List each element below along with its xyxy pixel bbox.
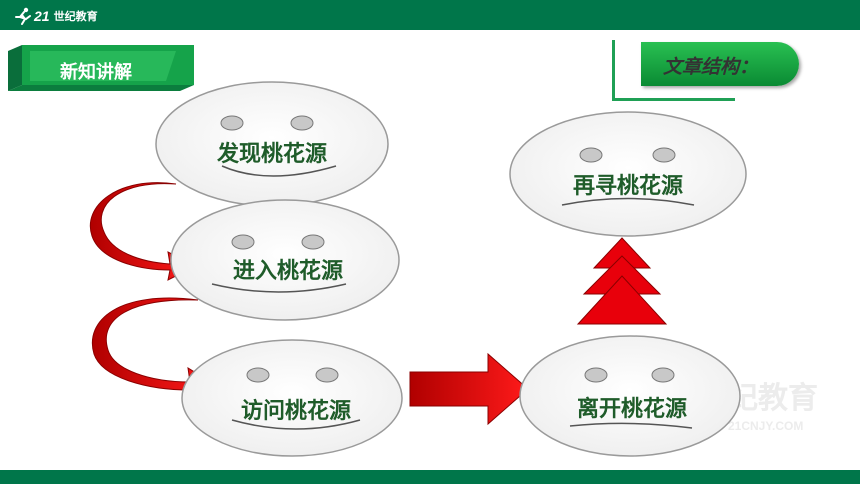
face-label: 进入桃花源 bbox=[233, 258, 343, 284]
left-eye-icon bbox=[231, 234, 255, 250]
right-eye-icon bbox=[651, 367, 675, 383]
flat-mouth-icon bbox=[569, 422, 693, 429]
section-title: 新知讲解 bbox=[60, 62, 132, 83]
left-eye-icon bbox=[579, 147, 603, 163]
left-eye-icon bbox=[584, 367, 608, 383]
watermark: 纪教育 21CNJY.COM bbox=[728, 381, 818, 433]
face-leave: 离开桃花源 bbox=[519, 335, 741, 457]
runner-icon bbox=[15, 7, 31, 25]
right-eye-icon bbox=[301, 234, 325, 250]
face-label: 再寻桃花源 bbox=[573, 173, 683, 199]
top-bar: 21 世纪教育 bbox=[0, 0, 860, 30]
straight-arrow bbox=[409, 352, 529, 426]
smile-icon bbox=[231, 419, 361, 430]
bottom-bar bbox=[0, 470, 860, 484]
face-discover: 发现桃花源 bbox=[155, 81, 389, 207]
logo-subtitle: 世纪教育 bbox=[53, 10, 98, 23]
face-seek-again: 再寻桃花源 bbox=[509, 111, 747, 237]
face-label: 发现桃花源 bbox=[216, 141, 327, 167]
structure-title: 文章结构： bbox=[663, 56, 759, 78]
face-enter: 进入桃花源 bbox=[170, 199, 400, 321]
smile-icon bbox=[211, 283, 347, 293]
frown-icon bbox=[561, 197, 695, 206]
watermark-text: 纪教育 bbox=[728, 381, 818, 415]
structure-frame bbox=[612, 40, 735, 101]
left-eye-icon bbox=[246, 367, 270, 383]
right-eye-icon bbox=[652, 147, 676, 163]
watermark-url: 21CNJY.COM bbox=[728, 419, 803, 433]
brand-logo: 21 世纪教育 bbox=[14, 5, 98, 27]
logo-text: 21 bbox=[34, 8, 50, 24]
face-visit: 访问桃花源 bbox=[181, 339, 403, 457]
right-eye-icon bbox=[290, 115, 314, 131]
left-eye-icon bbox=[220, 115, 244, 131]
right-eye-icon bbox=[315, 367, 339, 383]
face-label: 离开桃花源 bbox=[577, 396, 687, 422]
structure-pill bbox=[641, 42, 799, 86]
section-badge bbox=[8, 45, 194, 91]
face-label: 访问桃花源 bbox=[241, 398, 351, 424]
up-arrow bbox=[576, 237, 668, 325]
smile-icon bbox=[221, 165, 337, 177]
